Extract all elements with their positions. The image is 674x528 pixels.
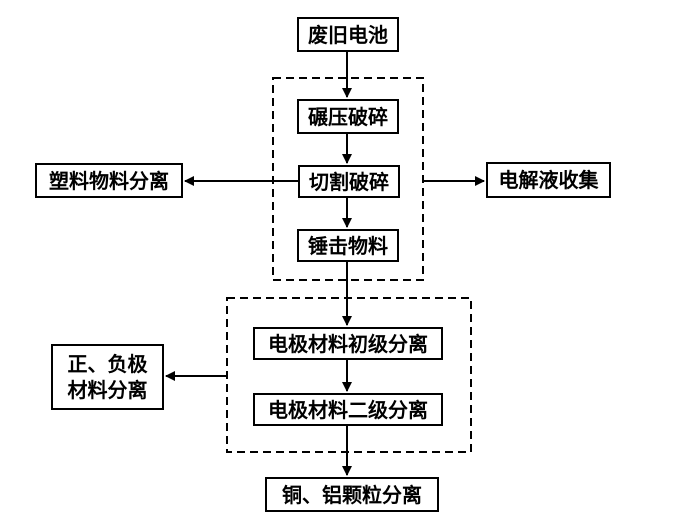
- node-waste-battery: 废旧电池: [297, 17, 399, 52]
- node-plastic-separation: 塑料物料分离: [35, 163, 183, 198]
- node-roll-crush: 碾压破碎: [297, 99, 399, 134]
- node-pos-neg-separation: 正、负极 材料分离: [51, 344, 164, 410]
- node-primary-separation: 电极材料初级分离: [253, 327, 443, 360]
- node-hammer: 锤击物料: [297, 229, 399, 262]
- node-cu-al-separation: 铜、铝颗粒分离: [265, 477, 439, 512]
- node-cut-crush: 切割破碎: [298, 165, 400, 198]
- node-electrolyte-collection: 电解液收集: [486, 162, 611, 198]
- group-separation: [226, 297, 472, 453]
- group-crushing: [272, 77, 424, 281]
- node-secondary-separation: 电极材料二级分离: [253, 393, 443, 426]
